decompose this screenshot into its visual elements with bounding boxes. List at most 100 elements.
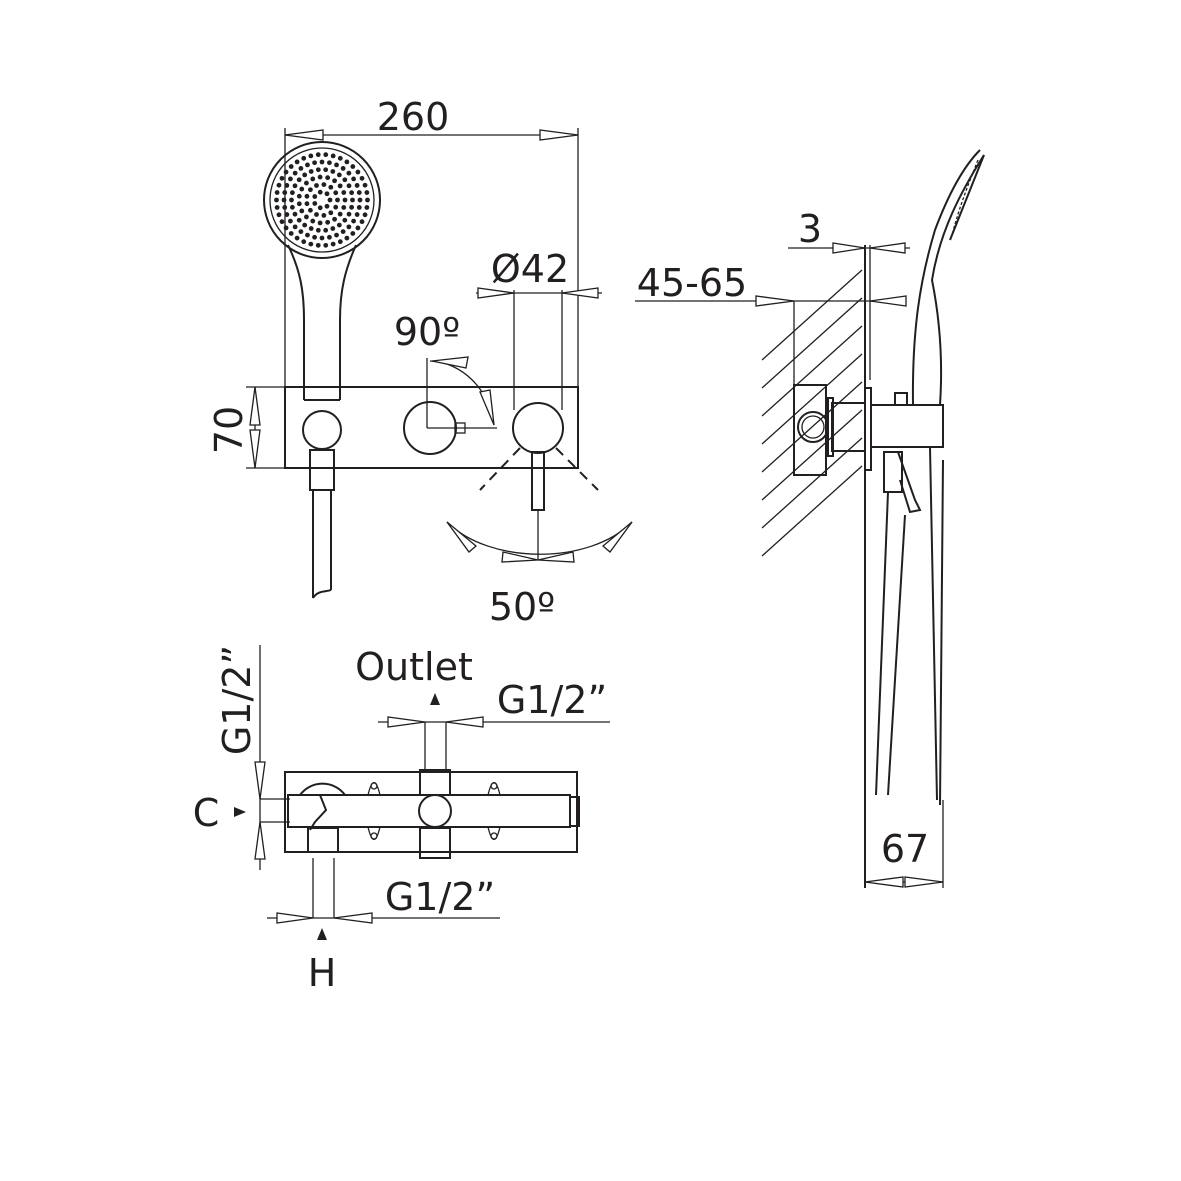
nozzle-dot [288, 231, 294, 236]
nozzle-dot [312, 234, 317, 240]
nozzle-dot [321, 182, 327, 188]
nozzle-dot [323, 167, 329, 173]
nozzle-dot [350, 231, 356, 236]
nozzle-dot [362, 182, 368, 188]
nozzle-dot [289, 197, 294, 203]
nozzle-dot [334, 232, 339, 238]
nozzle-dot [292, 170, 298, 176]
nozzle-dot [355, 169, 361, 175]
nozzle-dot [325, 175, 331, 181]
nozzle-dot [336, 222, 342, 228]
nozzle-dot [334, 162, 339, 168]
wall-depth-label: 45-65 [637, 261, 747, 305]
nozzle-dot [283, 225, 289, 231]
nozzle-dot [351, 176, 356, 182]
nozzle-dot [312, 201, 318, 206]
diverter-knob: 90º [394, 310, 497, 455]
hot-inlet [307, 827, 339, 853]
nozzle-dot [356, 205, 362, 210]
nozzle-dot [356, 190, 362, 195]
lever-rotation-label: 50º [489, 585, 555, 629]
nozzle-dot [324, 191, 330, 197]
hatch-line [761, 409, 863, 501]
spray-nozzles [274, 152, 370, 248]
cold-thread-label: G1/2” [215, 645, 259, 755]
nozzle-dot [323, 227, 329, 233]
nozzle-dot [317, 174, 323, 180]
nozzle-dot [346, 170, 352, 176]
nozzle-dot [294, 235, 300, 241]
nozzle-dot [349, 190, 355, 196]
nozzle-dot [314, 212, 319, 217]
nozzle-dot [330, 226, 336, 231]
nozzle-dot [279, 219, 285, 225]
nozzle-dot [317, 220, 323, 226]
plan-view: Outlet G1/2” G1/2” C G1/2” H [193, 645, 610, 995]
nozzle-dot [308, 226, 314, 231]
hatch-line [761, 437, 863, 529]
nozzle-dot [323, 242, 329, 248]
nozzle-dot [340, 229, 346, 234]
hatch-line [761, 381, 863, 473]
nozzle-dot [341, 205, 347, 210]
nozzle-dot [310, 218, 316, 224]
cold-dimension: G1/2” C [193, 645, 290, 870]
nozzle-dot [282, 205, 288, 210]
hatch-line [761, 465, 863, 557]
nozzle-dot [342, 217, 348, 223]
nozzle-dot [294, 159, 300, 165]
nozzle-dot [342, 177, 348, 183]
nozzle-dot [304, 180, 309, 186]
nozzle-dot [274, 190, 280, 195]
nozzle-dot [301, 155, 307, 161]
nozzle-dot [365, 197, 370, 203]
nozzle-dot [325, 219, 331, 225]
nozzle-dot [341, 190, 347, 195]
nozzle-dot [279, 175, 285, 181]
width-label: 260 [377, 95, 450, 139]
plan-plate [284, 771, 578, 853]
wall-plate [284, 386, 579, 469]
outlet-port [419, 769, 451, 796]
nozzle-dot [274, 197, 279, 203]
nozzle-dot [299, 186, 305, 192]
nozzle-dot [350, 164, 356, 169]
nozzle-dot [362, 212, 368, 218]
hatch-line [761, 353, 863, 445]
hand-shower [263, 141, 381, 599]
nozzle-dot [333, 204, 339, 210]
mounting-lugs [367, 781, 501, 841]
nozzle-dot [327, 234, 332, 240]
projection-label: 67 [881, 827, 929, 871]
nozzle-dot [350, 197, 355, 203]
nozzle-dot [304, 214, 309, 220]
nozzle-dot [314, 183, 319, 188]
cold-label: C [193, 791, 220, 835]
nozzle-dot [349, 204, 355, 210]
nozzle-dot [333, 190, 339, 196]
nozzle-dot [308, 169, 314, 174]
wall-hatching [761, 269, 863, 557]
nozzle-dot [296, 201, 302, 207]
hot-thread-label: G1/2” [385, 875, 495, 919]
nozzle-dot [288, 164, 294, 169]
hatch-line [761, 297, 863, 389]
height-dimension: 70 [207, 386, 285, 469]
nozzle-dot [359, 175, 365, 181]
nozzle-dot [319, 235, 325, 241]
nozzle-dot [315, 227, 321, 233]
nozzle-dot [274, 205, 280, 210]
nozzle-dot [330, 169, 336, 174]
nozzle-dot [283, 169, 289, 175]
nozzle-dot [321, 212, 327, 218]
nozzle-dot [281, 197, 287, 203]
nozzle-dot [324, 203, 330, 209]
nozzle-dot [312, 194, 318, 199]
nozzle-dot [315, 152, 321, 158]
nozzle-dot [308, 153, 314, 159]
nozzle-dot [328, 184, 334, 190]
nozzle-dot [344, 235, 350, 241]
nozzle-dot [359, 219, 365, 225]
